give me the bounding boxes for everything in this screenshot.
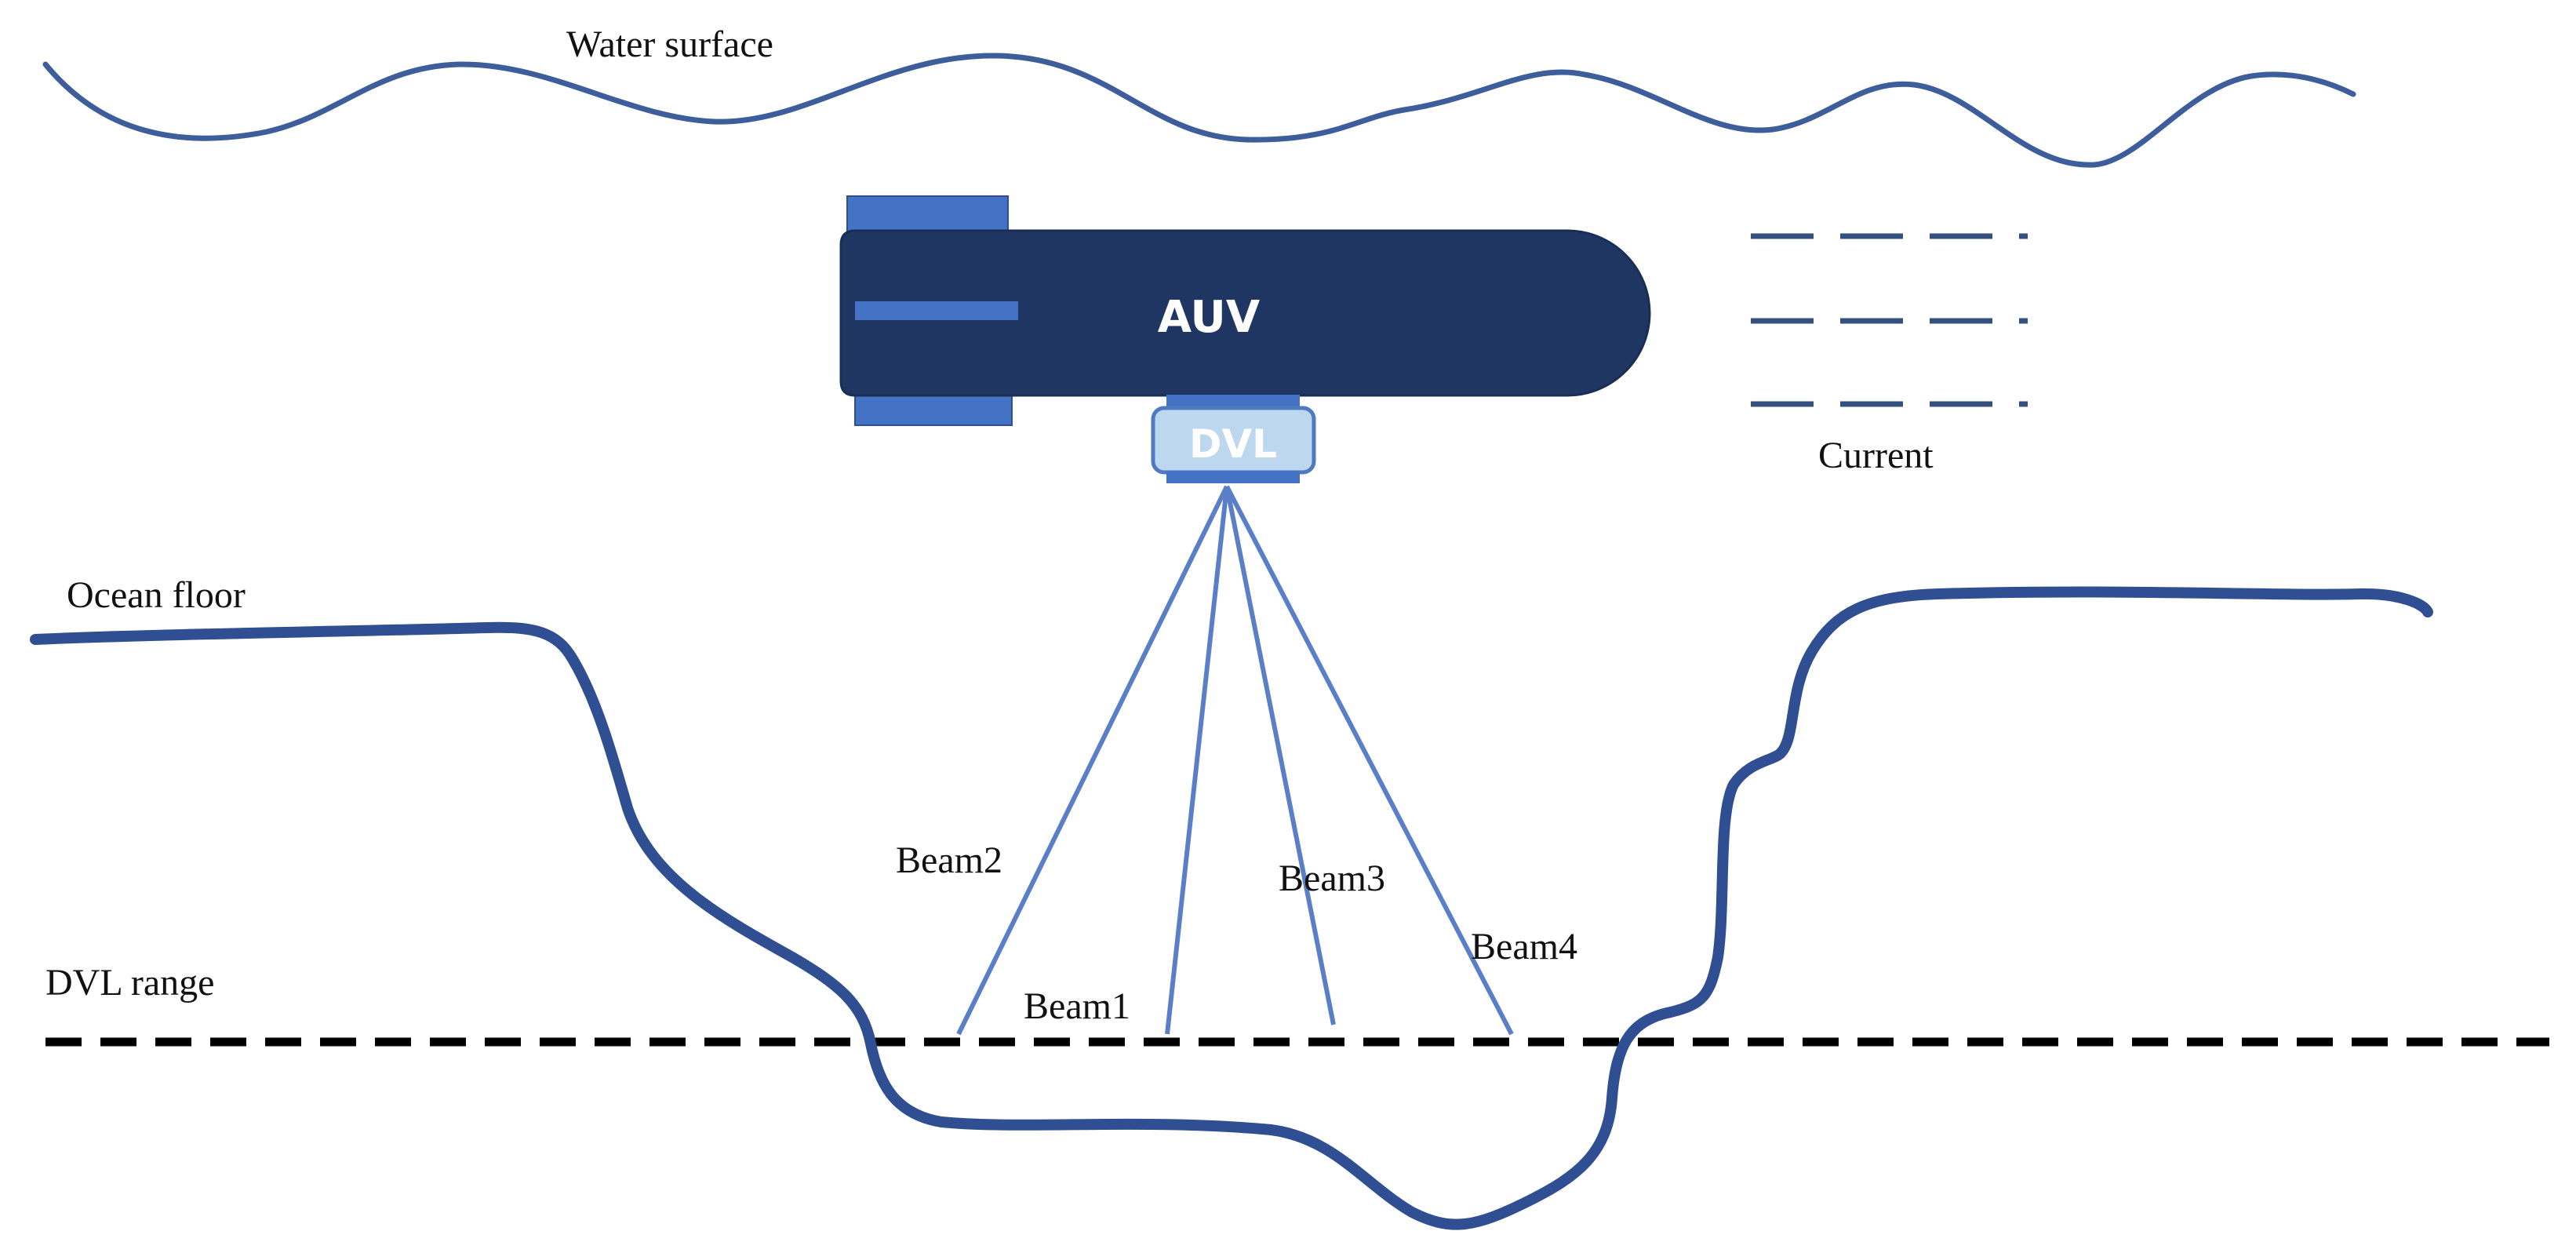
beam3-line	[1224, 486, 1336, 1025]
dvl-label: DVL	[1189, 421, 1277, 467]
current-arrows	[1751, 233, 2028, 407]
auv-side-fin	[855, 301, 1018, 320]
ocean-floor-label: Ocean floor	[67, 574, 246, 616]
water-surface-line	[42, 53, 2356, 168]
auv-label: AUV	[1158, 292, 1261, 343]
beam2-line	[956, 485, 1229, 1036]
beam1-line	[1165, 486, 1229, 1035]
dvl-mount-bottom	[1166, 471, 1300, 483]
ocean-floor-line	[30, 586, 2433, 1230]
current-label: Current	[1818, 435, 1934, 476]
beam4-line	[1224, 485, 1514, 1036]
dvl-range-label: DVL range	[45, 962, 214, 1003]
beam4-label: Beam4	[1471, 926, 1577, 967]
auv-body	[839, 229, 1651, 397]
beam3-label: Beam3	[1279, 858, 1385, 899]
beam2-label: Beam2	[896, 840, 1002, 881]
dvl-beams	[956, 485, 1514, 1036]
water-surface-label: Water surface	[566, 24, 773, 65]
beam1-label: Beam1	[1024, 985, 1130, 1027]
